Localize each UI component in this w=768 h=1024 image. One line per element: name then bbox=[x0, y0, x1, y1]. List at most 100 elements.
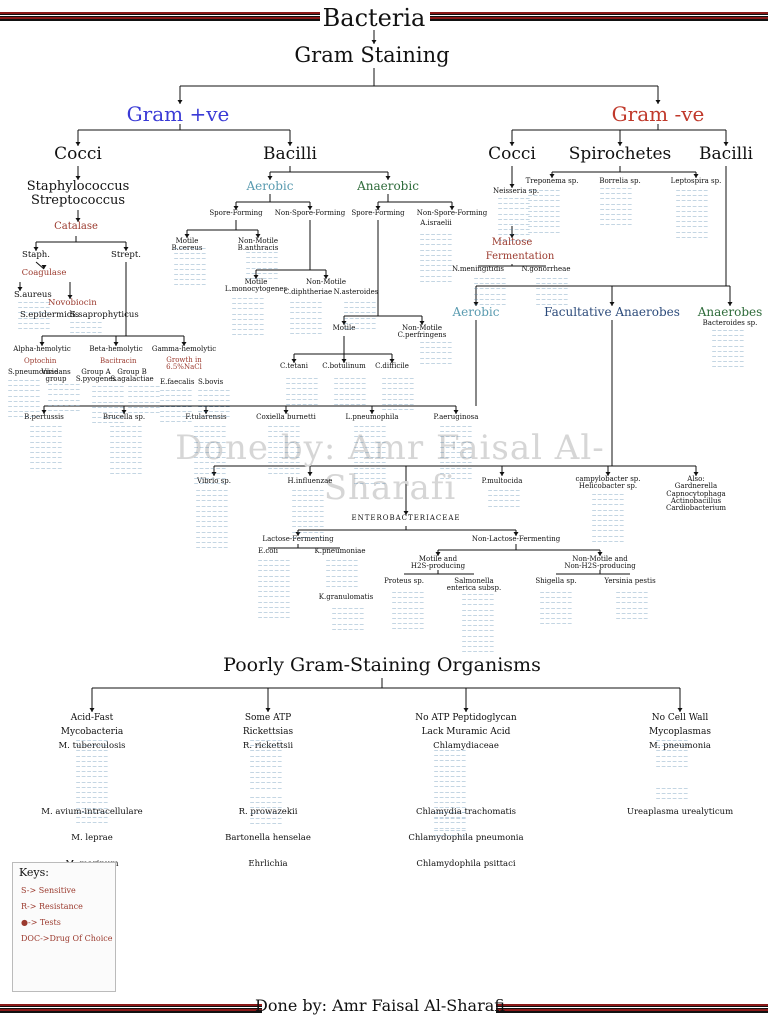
arrowhead bbox=[617, 142, 623, 146]
gn-spirochetes: Spirochetes bbox=[568, 144, 672, 164]
note-block: — — — — — — — — — — — — — — — — — — — — … bbox=[382, 376, 414, 413]
note-block: — — — — — — — — — — — — — — — — — — — — … bbox=[258, 558, 290, 621]
arrowhead bbox=[463, 708, 469, 712]
s-pneumoniae: S.pneumoniae bbox=[8, 368, 59, 376]
arrowhead bbox=[17, 287, 23, 291]
optochin-test: Optochin bbox=[24, 357, 57, 365]
arrowhead bbox=[265, 708, 271, 712]
col1-item-3: M. avium-intracellulare bbox=[41, 807, 143, 817]
alpha-hemolytic: Alpha-hemolytic bbox=[13, 345, 71, 353]
arrowhead bbox=[253, 275, 259, 279]
f-tularensis: F.tularensis bbox=[185, 413, 227, 421]
key-resistance: R-> Resistance bbox=[21, 902, 83, 911]
note-block: — — — — — — — — — — — — — — — — — — — — … bbox=[616, 590, 648, 622]
arrowhead bbox=[267, 176, 273, 180]
bacteroides: Bacteroides sp. bbox=[702, 319, 758, 327]
col2-item-4: Bartonella henselae bbox=[225, 833, 311, 843]
note-block: — — — — — — — — — — — — — — — — — — — — … bbox=[498, 196, 530, 243]
arrowhead bbox=[113, 342, 119, 346]
note-block: — — — — — — — — — — — — — — — — — — — — … bbox=[592, 492, 624, 544]
gp-ana-spore: Spore-Forming bbox=[351, 209, 405, 217]
gp-cocci: Cocci bbox=[54, 144, 102, 164]
arrowhead bbox=[255, 234, 261, 238]
arrowhead bbox=[75, 142, 81, 146]
group-b: Group B S.agalactiae bbox=[110, 368, 154, 384]
also-list: Also: Gardnerella Capnocytophaga Actinob… bbox=[665, 475, 727, 513]
s-aureus: S.aureus bbox=[14, 290, 52, 300]
note-block: — — — — — — — — — — — — — — — — — — — — … bbox=[354, 424, 386, 487]
note-block: — — — — — — — — — — — — — — — — — — — — … bbox=[196, 488, 228, 551]
arrowhead bbox=[307, 206, 313, 210]
arrowhead bbox=[67, 295, 73, 299]
arrowhead bbox=[184, 234, 190, 238]
e-coli: E.coli bbox=[258, 547, 278, 555]
note-block: — — — — — — — — — — — — — — — — — — — — … bbox=[434, 748, 466, 821]
c-diphtheriae: C.diphtheriae bbox=[283, 288, 333, 296]
col1-item-0: Acid-Fast bbox=[70, 713, 114, 723]
col2-item-2: R. rickettsii bbox=[242, 741, 294, 751]
vibrio: Vibrio sp. bbox=[197, 477, 231, 485]
top-left-bar bbox=[0, 12, 320, 21]
b-pertussis: B.pertussis bbox=[24, 413, 64, 421]
note-block: — — — — — — — — — — — — — — — — — — — — … bbox=[474, 276, 506, 308]
growth-nacl-test: Growth in 6.5%NaCl bbox=[166, 356, 202, 372]
note-block: — — — — — — — — — — — — — — — — — — — — … bbox=[268, 424, 300, 476]
arrowhead bbox=[509, 142, 515, 146]
note-block: — — — — — — — — — — — — — — — — — — — — … bbox=[528, 188, 560, 235]
note-block: — — — — — — — — — — — — — — — — — — — — … bbox=[656, 738, 688, 770]
gp-bacilli: Bacilli bbox=[263, 144, 317, 164]
leptospira: Leptospira sp. bbox=[670, 177, 722, 185]
note-block: — — — — — — — — — — — — — — — — — — — — … bbox=[92, 384, 124, 426]
s-bovis: S.bovis bbox=[198, 378, 224, 386]
top-right-bar bbox=[430, 12, 768, 21]
note-block: — — — — — — — — — — — — — — — — — — — — … bbox=[334, 376, 366, 408]
note-block: — — — — — — — — — — — — — — — — — — — — … bbox=[420, 340, 452, 366]
col1-item-2: M. tuberculosis bbox=[58, 741, 126, 751]
arrowhead bbox=[39, 342, 45, 346]
note-block: — — — — — — — — — — — — — — — — — — — — … bbox=[392, 590, 424, 632]
arrowhead bbox=[499, 472, 505, 476]
arrowhead bbox=[41, 410, 47, 414]
p-aeruginosa: P.aeruginosa bbox=[433, 413, 479, 421]
note-block: — — — — — — — — — — — — — — — — — — — — … bbox=[540, 590, 572, 627]
arrowhead bbox=[655, 100, 661, 104]
n-meningitidis: N.meningitidis bbox=[451, 265, 505, 273]
note-block: — — — — — — — — — — — — — — — — — — bbox=[656, 786, 688, 802]
arrowhead bbox=[723, 142, 729, 146]
gp-aer-nonspore: Non-Spore-Forming bbox=[274, 209, 346, 217]
note-block: — — — — — — — — — — — — — — — — — — — — … bbox=[160, 388, 192, 425]
arrowhead bbox=[509, 184, 515, 188]
note-block: — — — — — — — — — — — — — — — — — — — — … bbox=[292, 488, 324, 540]
note-block: — — — — — — — — — — — — — — — — — — — — … bbox=[76, 738, 108, 790]
note-block: — — — — — — — — — — — — — — — — — — — — … bbox=[110, 424, 142, 476]
beta-hemolytic: Beta-hemolytic bbox=[89, 345, 143, 353]
col2-item-1: Rickettsias bbox=[242, 727, 294, 737]
note-block: — — — — — — — — — — — — — — — — — — — — … bbox=[434, 810, 466, 831]
gp-anaerobic: Anaerobic bbox=[357, 179, 419, 193]
arrowhead bbox=[307, 472, 313, 476]
nonmotile-2: Non-Motile bbox=[305, 278, 347, 286]
n-gonorrheae: N.gonorrheae bbox=[521, 265, 571, 273]
col4-item-2: M. pneumonia bbox=[649, 741, 711, 751]
note-block: — — — — — — — — — — — — — — — — — — — — … bbox=[462, 592, 494, 655]
arrowhead bbox=[41, 265, 47, 269]
s-epidermidis: S.epidermidis bbox=[20, 310, 80, 320]
arrowhead bbox=[449, 206, 455, 210]
e-faecalis: E.faecalis bbox=[160, 378, 195, 386]
arrowhead bbox=[203, 410, 209, 414]
note-block: — — — — — — — — — — — — — — — — — — — — … bbox=[198, 388, 230, 420]
gp-aerobic: Aerobic bbox=[246, 179, 294, 193]
campylobacter: campylobacter sp. Helicobacter sp. bbox=[575, 475, 641, 491]
borrelia: Borrelia sp. bbox=[599, 177, 641, 185]
shigella: Shigella sp. bbox=[535, 577, 577, 585]
arrowhead bbox=[597, 552, 603, 556]
gram-staining-title: Gram Staining bbox=[294, 43, 450, 67]
arrowhead bbox=[211, 472, 217, 476]
gn-anaerobes: Anaerobes bbox=[697, 305, 763, 319]
a-israelii: A.israelii bbox=[420, 219, 452, 227]
k-pneumoniae: K.pneumoniae bbox=[314, 547, 366, 555]
l-pneumophila: L.pneumophila bbox=[345, 413, 399, 421]
